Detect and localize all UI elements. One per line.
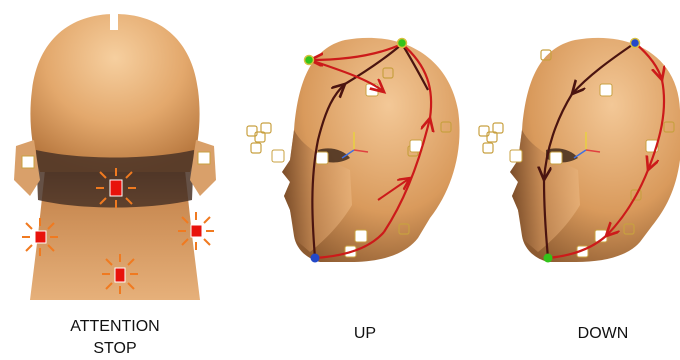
caption-down-line-1: DOWN <box>543 323 663 345</box>
end-marker-up <box>311 254 320 263</box>
panel-down <box>479 38 680 263</box>
start-marker-down <box>631 39 640 48</box>
panel-up <box>247 38 460 263</box>
tactor-top <box>110 12 118 30</box>
caption-down: DOWN <box>543 323 663 345</box>
caption-up-line-1: UP <box>315 323 415 345</box>
panel-attention-stop <box>14 12 216 300</box>
end-marker-down <box>544 254 553 263</box>
caption-up: UP <box>315 323 415 345</box>
vibrating-tactor-back <box>96 168 136 208</box>
head-back <box>30 14 199 172</box>
vibrating-tactor-right <box>178 212 214 250</box>
tactor-ear-right <box>198 152 210 164</box>
vibrating-tactor-left <box>22 218 58 256</box>
caption-attention-line-2: STOP <box>45 338 185 360</box>
caption-attention-stop: ATTENTION STOP <box>45 316 185 360</box>
vibrating-tactor-neck <box>102 254 138 294</box>
caption-attention-line-1: ATTENTION <box>45 316 185 338</box>
start-marker-up <box>305 56 314 65</box>
start-marker-up-top <box>398 39 407 48</box>
hairline-shadow <box>36 150 194 208</box>
tactor-ear-left <box>22 156 34 168</box>
